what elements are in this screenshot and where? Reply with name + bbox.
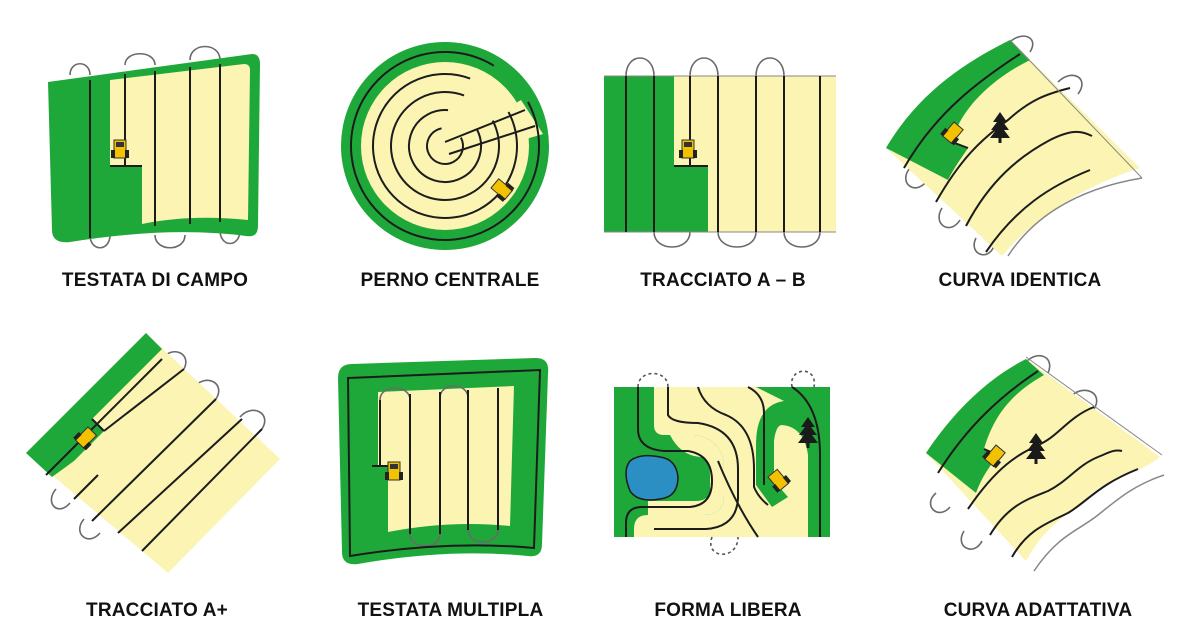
caption-curva-identica: CURVA IDENTICA	[938, 270, 1102, 291]
tree-icon	[798, 417, 818, 448]
pattern-curva-adattativa: CURVA ADATTATIVA	[898, 345, 1178, 630]
pattern-tracciato-a-b: TRACCIATO A – B	[598, 30, 848, 320]
tractor-icon	[679, 139, 697, 159]
caption-testata-di-campo: TESTATA DI CAMPO	[61, 270, 249, 291]
pattern-forma-libera: FORMA LIBERA	[608, 365, 848, 630]
caption-tracciato-a-plus: TRACCIATO A+	[86, 600, 228, 621]
testata-di-campo-diagram	[48, 45, 260, 249]
tracciato-a-b-diagram	[604, 57, 836, 248]
tractor-icon	[940, 121, 964, 146]
tractor-icon	[490, 178, 515, 202]
pattern-tracciato-a-plus: TRACCIATO A+	[22, 325, 292, 625]
caption-curva-adattativa: CURVA ADATTATIVA	[943, 600, 1133, 621]
curva-identica-diagram	[886, 35, 1143, 257]
tree-icon	[990, 112, 1010, 143]
pattern-testata-di-campo: TESTATA DI CAMPO	[30, 30, 280, 320]
pattern-perno-centrale: PERNO CENTRALE	[325, 30, 575, 320]
tractor-icon	[73, 426, 98, 451]
pattern-testata-multipla: TESTATA MULTIPLA	[318, 348, 583, 628]
tracciato-a-plus-diagram	[26, 333, 280, 573]
caption-perno-centrale: PERNO CENTRALE	[360, 270, 540, 291]
perno-centrale-diagram	[341, 42, 549, 250]
pattern-curva-identica: CURVA IDENTICA	[880, 30, 1160, 320]
curva-adattativa-diagram	[926, 354, 1165, 572]
forma-libera-diagram	[614, 370, 830, 556]
tractor-icon	[767, 468, 792, 493]
tractor-icon	[982, 444, 1006, 469]
pond-icon	[625, 454, 679, 501]
testata-multipla-diagram	[338, 358, 549, 565]
tractor-icon	[385, 461, 403, 481]
caption-forma-libera: FORMA LIBERA	[654, 600, 802, 621]
tractor-icon	[111, 139, 129, 159]
tree-icon	[1026, 433, 1046, 464]
caption-tracciato-a-b: TRACCIATO A – B	[640, 270, 806, 291]
caption-testata-multipla: TESTATA MULTIPLA	[357, 600, 544, 621]
